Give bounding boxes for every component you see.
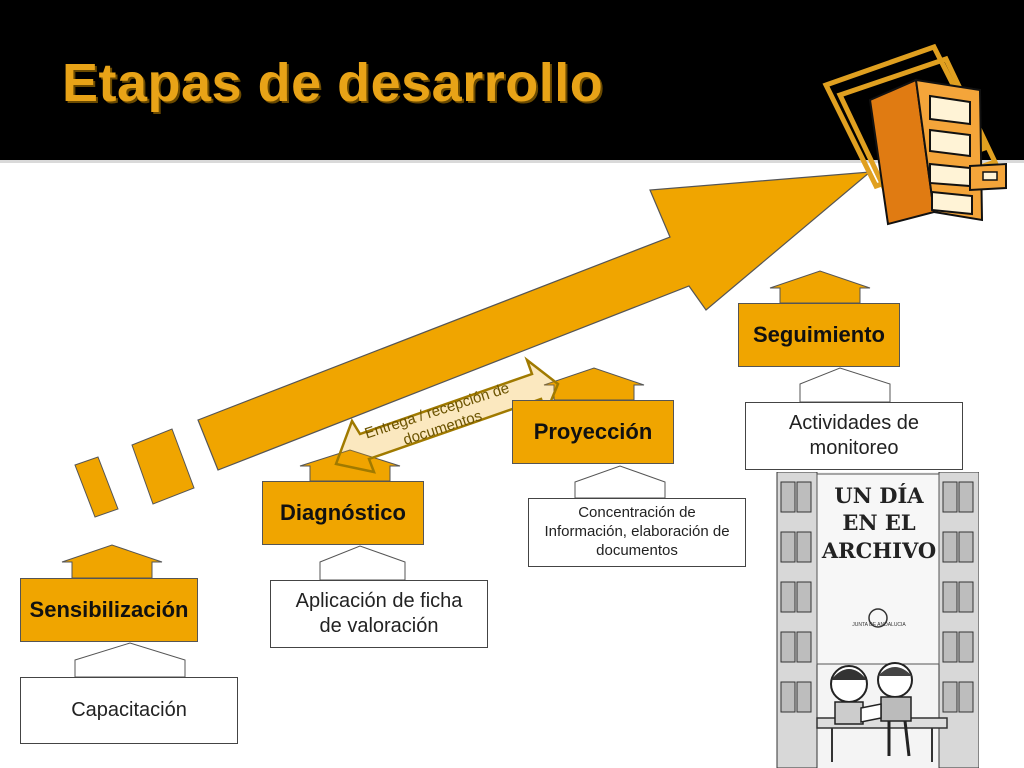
illustration-subtitle: JUNTA DE ANDALUCIA	[852, 622, 906, 628]
illustration-title: UN DÍA EN EL ARCHIVO	[821, 483, 937, 563]
outline-up-arrow-icon	[799, 367, 891, 403]
archive-illustration: UN DÍA EN EL ARCHIVO JUNTA DE ANDALUCIA	[776, 472, 979, 768]
header-divider	[0, 160, 1024, 163]
up-arrow-icon	[769, 270, 871, 304]
stage-seguimiento: Seguimiento	[738, 303, 900, 367]
activity-capacitacion: Capacitación	[20, 677, 238, 744]
activity-aplicacion-ficha: Aplicación de ficha de valoración	[270, 580, 488, 648]
outline-up-arrow-icon	[74, 642, 186, 678]
activity-concentracion: Concentración de Información, elaboració…	[528, 498, 746, 567]
arrow-tail-segment	[74, 456, 119, 518]
up-arrow-icon	[543, 367, 645, 401]
slide-title: Etapas de desarrollo	[62, 53, 604, 113]
arrow-body	[197, 171, 872, 471]
double-arrow-icon	[334, 356, 560, 474]
stage-proyeccion: Proyección	[512, 400, 674, 464]
activity-monitoreo: Actividades de monitoreo	[745, 402, 963, 470]
growth-arrow-icon	[74, 171, 872, 518]
arrow-tail-segment	[131, 428, 195, 505]
header-bar	[0, 0, 1024, 160]
illustration-drawing	[777, 472, 979, 768]
outline-up-arrow-icon	[574, 465, 666, 499]
stage-diagnostico: Diagnóstico	[262, 481, 424, 545]
filing-cabinet-icon	[822, 43, 1007, 226]
up-arrow-icon	[61, 544, 163, 579]
outline-up-arrow-icon	[319, 545, 406, 581]
stage-sensibilizacion: Sensibilización	[20, 578, 198, 642]
